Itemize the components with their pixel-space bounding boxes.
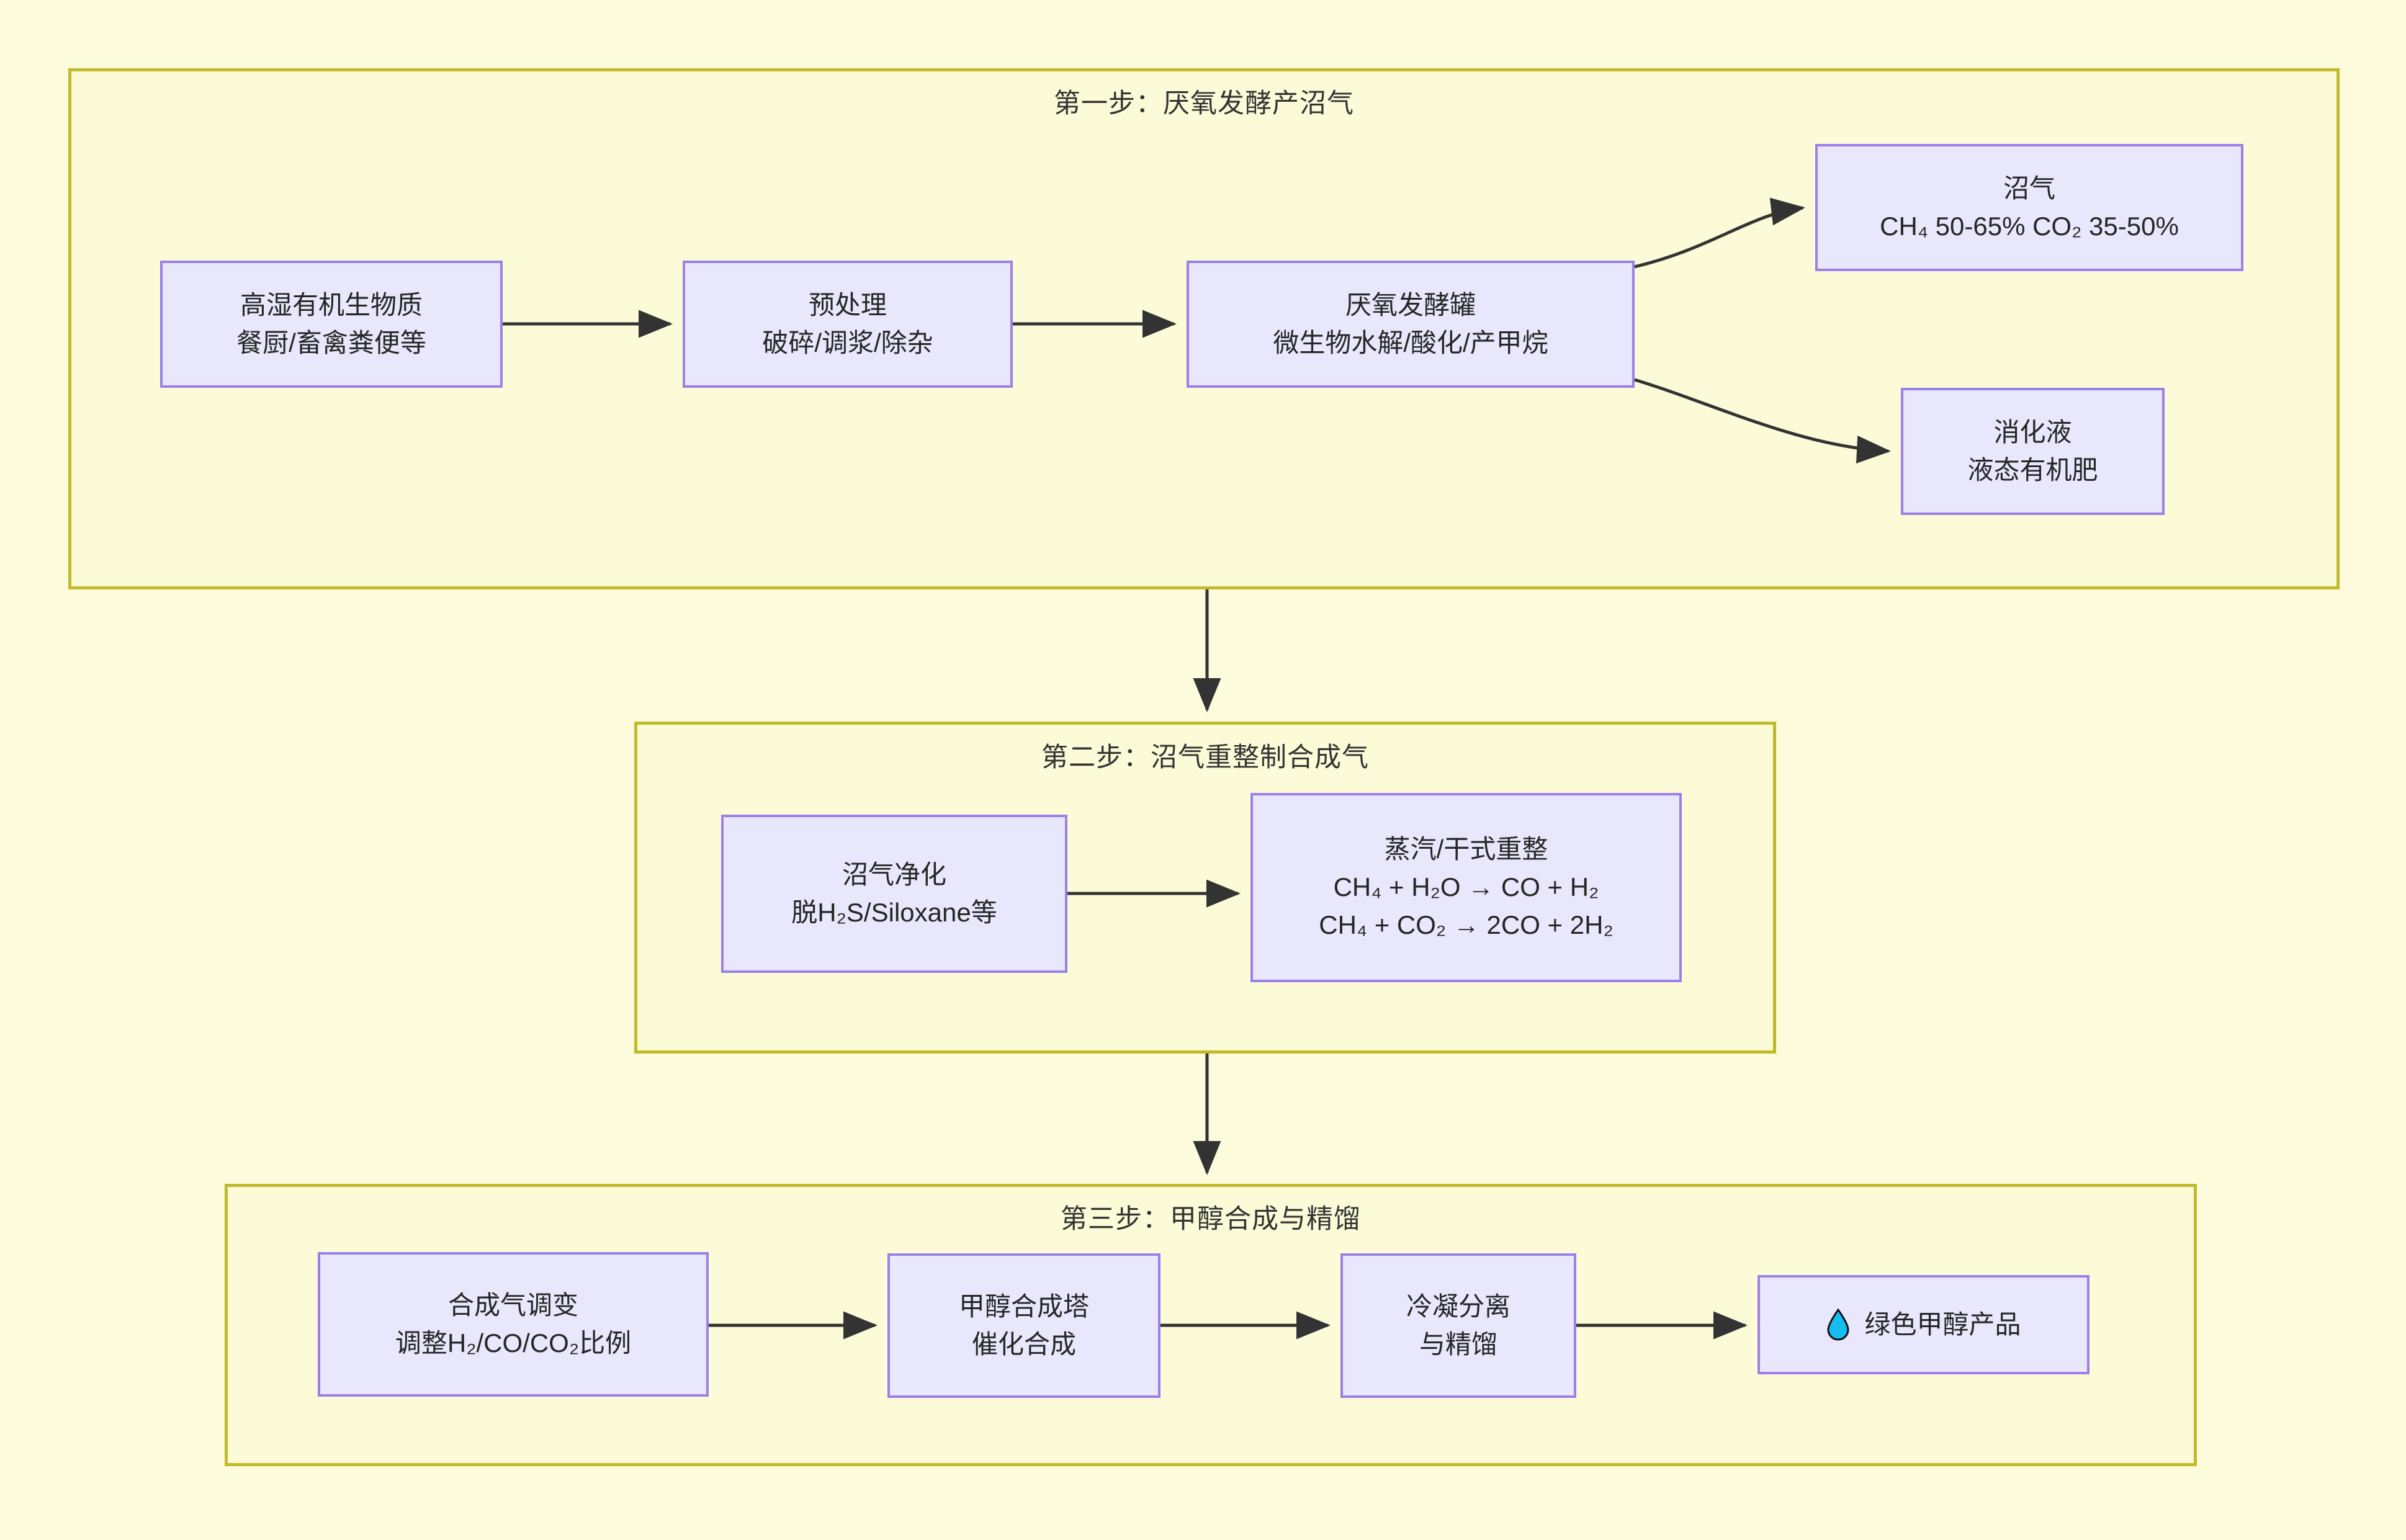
node-digester-line1: 厌氧发酵罐 [1345,290,1476,320]
node-digestate-line2: 液态有机肥 [1967,455,2098,485]
node-cleanup-line1: 沼气净化 [842,859,946,889]
node-feedstock[interactable]: 高湿有机生物质 餐厨/畜禽粪便等 [160,261,503,388]
subgraph-step1-title: 第一步：厌氧发酵产沼气 [1054,89,1354,119]
node-shift-line2: 调整H₂/CO/CO₂比例 [395,1328,632,1358]
node-feedstock-line1: 高湿有机生物质 [240,290,423,320]
node-shift[interactable]: 合成气调变 调整H₂/CO/CO₂比例 [318,1252,709,1397]
node-digester-line2: 微生物水解/酸化/产甲烷 [1273,328,1548,357]
subgraph-step2-title: 第二步：沼气重整制合成气 [1041,743,1369,772]
node-pretreatment-line2: 破碎/调浆/除杂 [762,328,933,357]
node-reforming-line2: CH₄ + H₂O → CO + H₂ [1333,872,1599,902]
node-reforming-line1: 蒸汽/干式重整 [1384,835,1548,864]
node-product[interactable]: 绿色甲醇产品 [1757,1275,2090,1374]
node-digestate-line1: 消化液 [1993,417,2072,447]
node-synthesis-line2: 催化合成 [971,1329,1076,1359]
node-reforming-line3: CH₄ + CO₂ → 2CO + 2H₂ [1319,910,1614,939]
node-cleanup[interactable]: 沼气净化 脱H₂S/Siloxane等 [721,815,1067,973]
node-synthesis[interactable]: 甲醇合成塔 催化合成 [887,1253,1160,1398]
droplet-icon [1826,1308,1851,1341]
node-biogas[interactable]: 沼气 CH₄ 50-65% CO₂ 35-50% [1815,144,2243,271]
subgraph-step3-title: 第三步：甲醇合成与精馏 [1061,1204,1361,1234]
node-reforming[interactable]: 蒸汽/干式重整 CH₄ + H₂O → CO + H₂ CH₄ + CO₂ → … [1250,793,1682,982]
node-cleanup-line2: 脱H₂S/Siloxane等 [791,897,997,927]
node-synthesis-line1: 甲醇合成塔 [958,1291,1089,1321]
node-digester[interactable]: 厌氧发酵罐 微生物水解/酸化/产甲烷 [1187,261,1635,388]
node-pretreatment[interactable]: 预处理 破碎/调浆/除杂 [683,261,1013,388]
node-product-label: 绿色甲醇产品 [1864,1309,2021,1339]
node-digestate[interactable]: 消化液 液态有机肥 [1901,388,2165,515]
node-separation[interactable]: 冷凝分离 与精馏 [1340,1253,1576,1398]
node-shift-line1: 合成气调变 [447,1290,578,1320]
node-separation-line2: 与精馏 [1419,1329,1497,1359]
node-biogas-line1: 沼气 [2003,173,2055,203]
node-biogas-line2: CH₄ 50-65% CO₂ 35-50% [1880,211,2179,241]
node-separation-line1: 冷凝分离 [1406,1291,1510,1321]
node-pretreatment-line1: 预处理 [808,290,887,320]
node-feedstock-line2: 餐厨/畜禽粪便等 [236,328,426,357]
